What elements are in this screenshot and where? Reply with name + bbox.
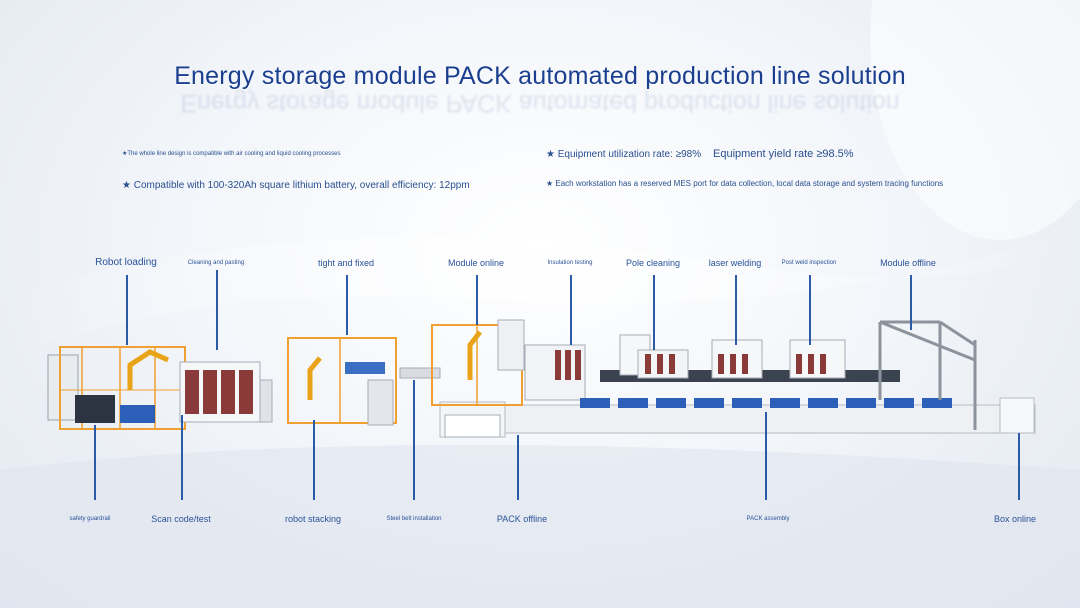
label-safety-guardrail: safety guardrail xyxy=(69,516,111,522)
cleaning-pasting-machine xyxy=(179,361,273,423)
leader-scan-code-test xyxy=(181,415,183,500)
leader-insulation-testing xyxy=(570,275,572,345)
label-box-online: Box online xyxy=(993,514,1037,524)
label-steel-belt: Steel belt installation xyxy=(386,516,442,522)
label-module-online: Module online xyxy=(447,258,505,268)
leader-steel-belt xyxy=(413,380,415,500)
label-laser-welding: laser welding xyxy=(708,258,762,268)
leader-post-weld-inspection xyxy=(809,275,811,345)
leader-box-online xyxy=(1018,433,1020,500)
label-post-weld-inspection: Post weld inspection xyxy=(781,260,837,266)
leader-pack-offline xyxy=(517,435,519,500)
leader-pack-assembly xyxy=(765,412,767,500)
label-tight-fixed: tight and fixed xyxy=(317,258,375,268)
feature-utilization: ★ Equipment utilization rate: ≥98% xyxy=(546,149,702,160)
feature-mes: ★ Each workstation has a reserved MES po… xyxy=(546,179,944,188)
leader-cleaning-pasting xyxy=(216,270,218,350)
welding-cabinets xyxy=(619,334,846,379)
pack-assembly-stations xyxy=(580,398,952,408)
label-pack-offline: PACK offline xyxy=(496,514,548,524)
feature-cooling-compat: ★The whole line design is compatible wit… xyxy=(122,151,341,157)
label-insulation-testing: Insulation testing xyxy=(547,260,593,266)
feature-yield: Equipment yield rate ≥98.5% xyxy=(713,148,854,160)
module-offline-gantry xyxy=(878,320,977,430)
leader-module-offline xyxy=(910,275,912,330)
leader-module-online xyxy=(476,275,478,325)
page-title: Energy storage module PACK automated pro… xyxy=(174,62,906,90)
label-pack-assembly: PACK assembly xyxy=(746,516,790,522)
robot-loading-cell xyxy=(47,346,186,430)
robot-stacking-cell xyxy=(287,337,397,426)
label-scan-code-test: Scan code/test xyxy=(151,514,211,524)
leader-pole-cleaning xyxy=(653,275,655,350)
label-cleaning-pasting: Cleaning and pasting xyxy=(187,260,245,266)
feature-battery-compat: ★ Compatible with 100-320Ah square lithi… xyxy=(122,180,470,191)
label-pole-cleaning: Pole cleaning xyxy=(625,258,681,268)
label-module-offline: Module offline xyxy=(880,258,936,268)
module-online-cell xyxy=(431,319,525,438)
leader-laser-welding xyxy=(735,275,737,345)
insulation-testing-gantry xyxy=(524,344,586,401)
leader-tight-fixed xyxy=(346,275,348,335)
label-robot-stacking: robot stacking xyxy=(284,514,342,524)
leader-robot-loading xyxy=(126,275,128,345)
leader-robot-stacking xyxy=(313,420,315,500)
label-robot-loading: Robot loading xyxy=(95,257,157,268)
leader-safety-guardrail xyxy=(94,425,96,500)
